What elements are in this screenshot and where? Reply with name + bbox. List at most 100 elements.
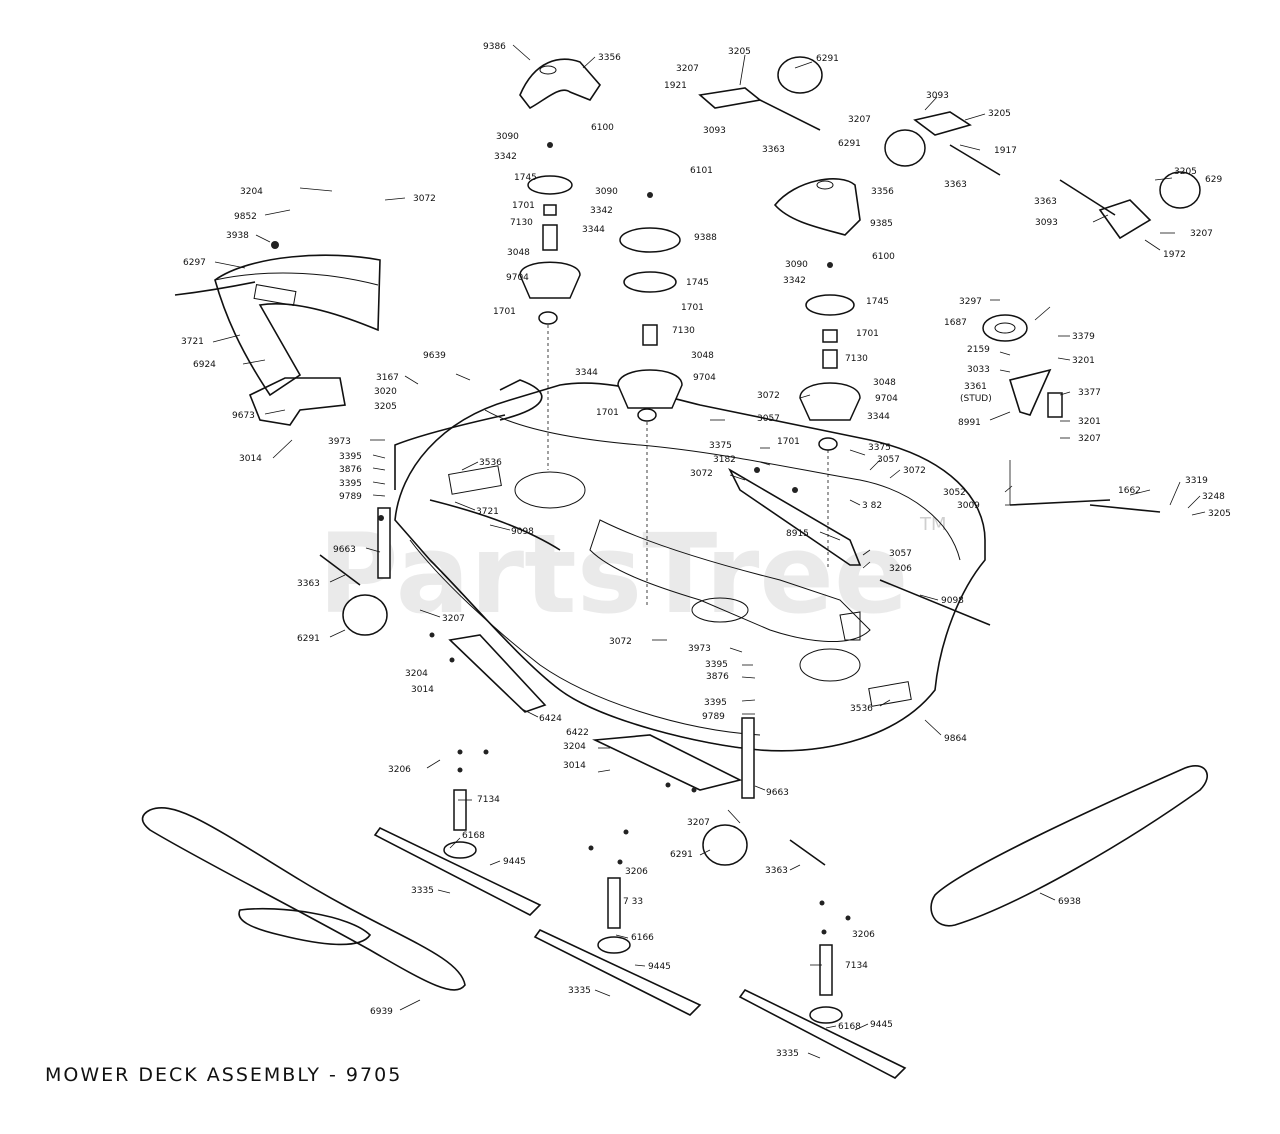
part-label: 1701 xyxy=(512,201,535,211)
part-label: 3375 xyxy=(868,443,891,453)
part-label: 3090 xyxy=(785,260,808,270)
part-label: 3207 xyxy=(1078,434,1101,444)
part-label: 6939 xyxy=(370,1007,393,1017)
part-label: 3072 xyxy=(609,637,632,647)
part-label: 3090 xyxy=(595,187,618,197)
part-label: 9673 xyxy=(232,411,255,421)
blade-assembly-center xyxy=(533,877,702,1016)
part-label: 3205 xyxy=(988,109,1011,119)
part-label: 3205 xyxy=(374,402,397,412)
part-label: 3375 xyxy=(709,441,732,451)
part-label: 9386 xyxy=(483,42,506,52)
hardware-fasteners xyxy=(271,142,851,935)
link-rod xyxy=(879,579,991,626)
part-label: 3052 xyxy=(943,488,966,498)
part-label: 3057 xyxy=(757,414,780,424)
part-label: 6291 xyxy=(670,850,693,860)
part-label: 3014 xyxy=(563,761,586,771)
blade-assembly-right xyxy=(738,944,907,1079)
part-label: 3201 xyxy=(1072,356,1095,366)
part-label: 3721 xyxy=(476,507,499,517)
part-label: 3207 xyxy=(687,818,710,828)
part-label: 3205 xyxy=(1208,509,1231,519)
belt-cover-right xyxy=(773,178,861,236)
part-label: 7134 xyxy=(477,795,500,805)
belt-cover-left xyxy=(519,58,602,110)
part-label: 9864 xyxy=(944,734,967,744)
part-label: 1972 xyxy=(1163,250,1186,260)
part-label: 3335 xyxy=(411,886,434,896)
part-label: 9663 xyxy=(766,788,789,798)
part-label: 3093 xyxy=(926,91,949,101)
chute-bracket xyxy=(248,377,346,426)
gauge-wheel-top-right xyxy=(884,111,1001,176)
part-label: 6924 xyxy=(193,360,216,370)
part-label: 3204 xyxy=(563,742,586,752)
part-label: 3033 xyxy=(967,365,990,375)
part-label: 6297 xyxy=(183,258,206,268)
part-label: 1701 xyxy=(856,329,879,339)
part-label: 3206 xyxy=(852,930,875,940)
part-label: 3057 xyxy=(877,455,900,465)
part-label: 3876 xyxy=(339,465,362,475)
part-label: 1687 xyxy=(944,318,967,328)
spindle-assembly-right xyxy=(799,294,861,570)
part-label: 1662 xyxy=(1118,486,1141,496)
part-label: 6291 xyxy=(838,139,861,149)
part-label: 9704 xyxy=(875,394,898,404)
part-label: 3014 xyxy=(239,454,262,464)
belt-left xyxy=(141,807,466,991)
part-label: 3973 xyxy=(688,644,711,654)
part-label: 6422 xyxy=(566,728,589,738)
part-label: 9098 xyxy=(511,527,534,537)
part-label: 3014 xyxy=(411,685,434,695)
part-label: 3536 xyxy=(850,704,873,714)
part-label: 3206 xyxy=(625,867,648,877)
part-label: 7130 xyxy=(672,326,695,336)
part-label: 1921 xyxy=(664,81,687,91)
part-label: 3009 xyxy=(957,501,980,511)
part-label: 3363 xyxy=(297,579,320,589)
part-label: 7134 xyxy=(845,961,868,971)
part-label: 1701 xyxy=(493,307,516,317)
part-label: 3020 xyxy=(374,387,397,397)
part-label: 9663 xyxy=(333,545,356,555)
part-label: 3 82 xyxy=(862,501,882,511)
baffle-left xyxy=(448,634,547,713)
part-label: (STUD) xyxy=(960,394,992,404)
part-label: 3072 xyxy=(757,391,780,401)
part-label: 1917 xyxy=(994,146,1017,156)
part-label: 3204 xyxy=(240,187,263,197)
part-label: 6100 xyxy=(872,252,895,262)
belt-right xyxy=(930,765,1208,927)
part-label: 629 xyxy=(1205,175,1222,185)
part-label: 6424 xyxy=(539,714,562,724)
part-label: 3205 xyxy=(1174,167,1197,177)
part-label: 3072 xyxy=(690,469,713,479)
part-label: 3048 xyxy=(873,378,896,388)
height-adjust-link xyxy=(394,414,506,490)
part-label: 3938 xyxy=(226,231,249,241)
part-label: 3207 xyxy=(1190,229,1213,239)
part-label: 6166 xyxy=(631,933,654,943)
spindle-assembly-center xyxy=(617,227,683,605)
part-label: 3536 xyxy=(479,458,502,468)
part-label: 7130 xyxy=(845,354,868,364)
mower-deck-housing xyxy=(394,379,986,752)
part-label: 3335 xyxy=(568,986,591,996)
part-label: 3344 xyxy=(575,368,598,378)
part-label: 3342 xyxy=(494,152,517,162)
spindle-assembly-left xyxy=(519,175,581,470)
part-label: 1701 xyxy=(681,303,704,313)
part-label: 3206 xyxy=(388,765,411,775)
gauge-wheel-lower-right xyxy=(702,717,826,866)
watermark-trademark: TM xyxy=(919,514,947,535)
part-label: 6291 xyxy=(816,54,839,64)
part-label: 3072 xyxy=(903,466,926,476)
part-label: 9789 xyxy=(339,492,362,502)
belt-left-inner xyxy=(238,907,372,946)
gauge-wheel-lower-left xyxy=(319,507,391,636)
part-label: 3072 xyxy=(413,194,436,204)
part-label: 3335 xyxy=(776,1049,799,1059)
